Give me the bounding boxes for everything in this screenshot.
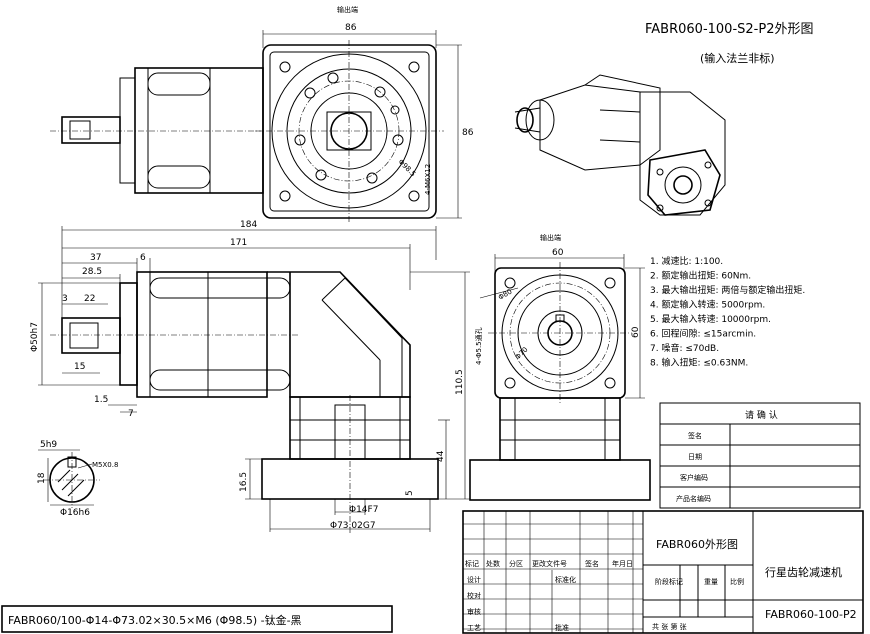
dim-44: 44	[436, 450, 446, 462]
output-end-label: 输出端	[337, 5, 358, 14]
dim-6: 6	[140, 253, 146, 263]
drawing-name: FABR060外形图	[656, 538, 738, 551]
confirm-header: 请 确 认	[745, 409, 778, 421]
caption-box: FABR060/100-Φ14-Φ73.02×30.5×M6 (Φ98.5) -…	[1, 605, 393, 633]
dim-right-width: 60	[552, 248, 564, 258]
front-view: 输出端 60 Φ80 Φ70 4-Φ5.5通孔 60	[469, 233, 651, 501]
rev-header: 签名	[585, 559, 599, 568]
approve-label: 批准	[555, 623, 569, 632]
row-label: 校对	[467, 591, 481, 600]
spec-item: 2. 额定输出扭矩: 60Nm.	[650, 270, 751, 282]
dim-16-5: 16.5	[239, 472, 249, 492]
spec-item: 5. 最大输入转速: 10000rpm.	[650, 313, 771, 325]
dim-15: 15	[74, 362, 85, 372]
spec-item: 4. 额定输入转速: 5000rpm.	[650, 299, 765, 311]
dim-top-width: 86	[345, 23, 357, 33]
bottom-caption: FABR060/100-Φ14-Φ73.02×30.5×M6 (Φ98.5) -…	[8, 613, 302, 627]
spec-item: 1. 减速比: 1:100.	[650, 255, 723, 267]
confirm-row: 签名	[688, 431, 702, 440]
dim-key-thread: M5X0.8	[92, 461, 118, 469]
isometric-view: FABR060-100-S2-P2外形图 (输入法兰非标)	[514, 22, 813, 216]
dim-pcd-top: Φ98.5	[397, 158, 418, 179]
rev-header: 分区	[509, 559, 523, 568]
stage-label: 阶段标记	[655, 577, 683, 586]
dim-holes: 4-M6X12	[424, 164, 432, 195]
spec-item: 6. 回程间隙: ≤15arcmin.	[650, 328, 756, 340]
row-label: 工艺	[467, 624, 481, 632]
part-no: FABR060-100-P2	[765, 608, 857, 621]
dim-right-height: 60	[631, 326, 641, 338]
dim-110-5: 110.5	[455, 369, 465, 395]
dim-22: 22	[84, 294, 95, 304]
scale-label: 比例	[730, 577, 744, 586]
spec-item: 7. 噪音: ≤70dB.	[650, 342, 719, 354]
spec-list: 1. 减速比: 1:100. 2. 额定输出扭矩: 60Nm. 3. 最大输出扭矩:…	[650, 255, 805, 369]
side-view: 184 171 37 6 28.5 22 3 Φ50h7 15 1.5 7	[30, 220, 470, 535]
dim-7: 7	[128, 409, 134, 419]
dim-3: 3	[62, 294, 68, 304]
dim-holes-right: 4-Φ5.5通孔	[474, 327, 483, 365]
std-label: 标准化	[555, 575, 576, 584]
title-block: FABR060外形图 行星齿轮减速机 FABR060-100-P2 阶段标记 重…	[462, 510, 864, 634]
rev-header: 标记	[465, 559, 479, 568]
row-label: 审核	[467, 607, 481, 616]
dim-key-w: 5h9	[40, 440, 57, 450]
rev-header: 更改文件号	[532, 559, 567, 568]
dim-bore: Φ14F7	[349, 505, 378, 515]
dim-28-5: 28.5	[82, 267, 102, 277]
confirm-row: 客户编码	[680, 473, 708, 482]
dim-total-length: 184	[240, 220, 257, 230]
top-view: 输出端 86 86 4-M6X12 Φ98.5	[50, 5, 474, 222]
spec-item: 8. 输入扭矩: ≤0.63NM.	[650, 357, 748, 369]
row-label: 设计	[467, 575, 481, 584]
dim-1-5: 1.5	[94, 395, 108, 405]
dim-shaft-small: Φ16h6	[60, 508, 90, 518]
key-section: 5h9 18 M5X0.8 Φ16h6	[37, 440, 118, 518]
sheets-label: 共 张 第 张	[652, 622, 687, 631]
confirm-row: 日期	[688, 453, 702, 461]
rev-header: 处数	[486, 559, 500, 568]
confirm-row: 产品名编码	[676, 494, 711, 503]
rev-header: 年月日	[612, 559, 633, 568]
confirm-table: 请 确 认 签名 日期 客户编码 产品名编码	[659, 402, 861, 509]
dim-171: 171	[230, 238, 247, 248]
title-sub: (输入法兰非标)	[700, 51, 775, 65]
input-end-label: 输出端	[540, 233, 561, 242]
dim-shaft-dia: Φ50h7	[30, 322, 40, 352]
dim-top-height: 86	[462, 128, 474, 138]
weight-label: 重量	[704, 578, 718, 586]
dim-flange: Φ73.02G7	[330, 521, 376, 531]
dim-5: 5	[405, 490, 415, 496]
product-name: 行星齿轮减速机	[765, 565, 842, 579]
spec-item: 3. 最大输出扭矩: 两倍与额定输出扭矩.	[650, 284, 805, 296]
dim-37: 37	[90, 253, 101, 263]
title-main: FABR060-100-S2-P2外形图	[645, 22, 813, 37]
dim-key-h: 18	[37, 472, 47, 484]
